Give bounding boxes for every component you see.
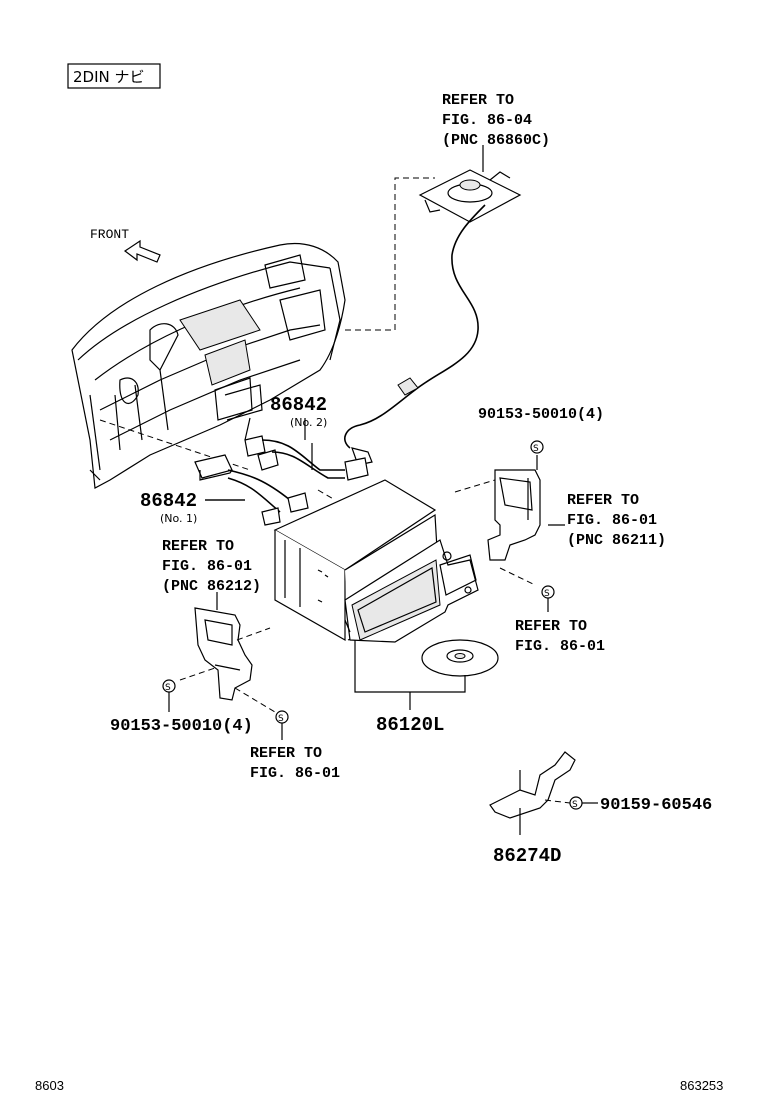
screw-bottom-left-label: 90153-50010(4) bbox=[110, 717, 253, 736]
wire-harness-no1 bbox=[194, 454, 309, 526]
svg-text:S: S bbox=[544, 589, 550, 599]
svg-text:S: S bbox=[278, 714, 284, 724]
svg-text:S: S bbox=[572, 800, 578, 810]
gps-antenna bbox=[344, 169, 522, 466]
part-86842-no1-callout: 86842 (No. 1) bbox=[140, 490, 197, 525]
footer-left-code: 8603 bbox=[35, 1078, 64, 1093]
screw-bottom-mid-icon: S bbox=[275, 710, 289, 724]
variant-label: 2DIN ナビ bbox=[73, 68, 145, 86]
screw-bottom-left-icon: S bbox=[162, 679, 176, 693]
svg-text:S: S bbox=[165, 683, 171, 693]
svg-text:FIG. 86-01: FIG. 86-01 bbox=[567, 512, 657, 529]
screw-86274-icon: S bbox=[569, 796, 583, 810]
svg-text:(No. 1): (No. 1) bbox=[160, 512, 197, 525]
navigation-head-unit bbox=[273, 479, 479, 643]
svg-text:FIG. 86-04: FIG. 86-04 bbox=[442, 112, 532, 129]
svg-text:(No. 2): (No. 2) bbox=[290, 416, 327, 429]
part-86120L-label: 86120L bbox=[376, 714, 444, 736]
svg-text:(PNC 86211): (PNC 86211) bbox=[567, 532, 666, 549]
screw-top-right-label: 90153-50010(4) bbox=[478, 406, 604, 423]
svg-text:REFER TO: REFER TO bbox=[567, 492, 639, 509]
screw-right-lower-icon: S bbox=[541, 585, 555, 599]
part-86842-no2-callout: 86842 (No. 2) bbox=[270, 394, 327, 429]
left-bracket bbox=[194, 607, 253, 701]
ref-right-bracket-callout: REFER TO FIG. 86-01 (PNC 86211) bbox=[567, 492, 666, 549]
head-unit-callout-line bbox=[354, 640, 466, 710]
svg-text:REFER TO: REFER TO bbox=[515, 618, 587, 635]
front-indicator: FRONT bbox=[90, 227, 161, 263]
part-86274D-label: 86274D bbox=[493, 845, 561, 867]
wire-harness-no2 bbox=[244, 435, 369, 481]
svg-text:FIG. 86-01: FIG. 86-01 bbox=[162, 558, 252, 575]
ref-right-screw-callout: REFER TO FIG. 86-01 bbox=[515, 618, 605, 655]
svg-text:(PNC 86860C): (PNC 86860C) bbox=[442, 132, 550, 149]
variant-label-box: 2DIN ナビ bbox=[67, 63, 161, 89]
footer-right-code: 863253 bbox=[680, 1078, 723, 1093]
svg-text:FIG. 86-01: FIG. 86-01 bbox=[250, 765, 340, 782]
antenna-ref-callout: REFER TO FIG. 86-04 (PNC 86860C) bbox=[442, 92, 550, 149]
front-label: FRONT bbox=[90, 227, 129, 242]
svg-text:(PNC 86212): (PNC 86212) bbox=[162, 578, 261, 595]
right-bracket bbox=[487, 469, 541, 561]
ref-left-bracket-callout: REFER TO FIG. 86-01 (PNC 86212) bbox=[162, 538, 261, 595]
svg-text:FIG. 86-01: FIG. 86-01 bbox=[515, 638, 605, 655]
bracket-86274d bbox=[489, 751, 576, 835]
antenna-leader bbox=[345, 177, 435, 331]
cd-disc bbox=[421, 639, 499, 677]
svg-text:REFER TO: REFER TO bbox=[162, 538, 234, 555]
screw-86274-label: 90159-60546 bbox=[600, 796, 712, 815]
svg-text:REFER TO: REFER TO bbox=[250, 745, 322, 762]
screw-top-right-icon: S bbox=[530, 440, 544, 454]
front-arrow-icon bbox=[123, 239, 161, 263]
svg-text:86842: 86842 bbox=[270, 394, 327, 416]
svg-text:REFER TO: REFER TO bbox=[442, 92, 514, 109]
instrument-panel bbox=[71, 242, 346, 489]
svg-text:86842: 86842 bbox=[140, 490, 197, 512]
ref-left-screw-callout: REFER TO FIG. 86-01 bbox=[250, 745, 340, 782]
svg-text:S: S bbox=[533, 444, 539, 454]
